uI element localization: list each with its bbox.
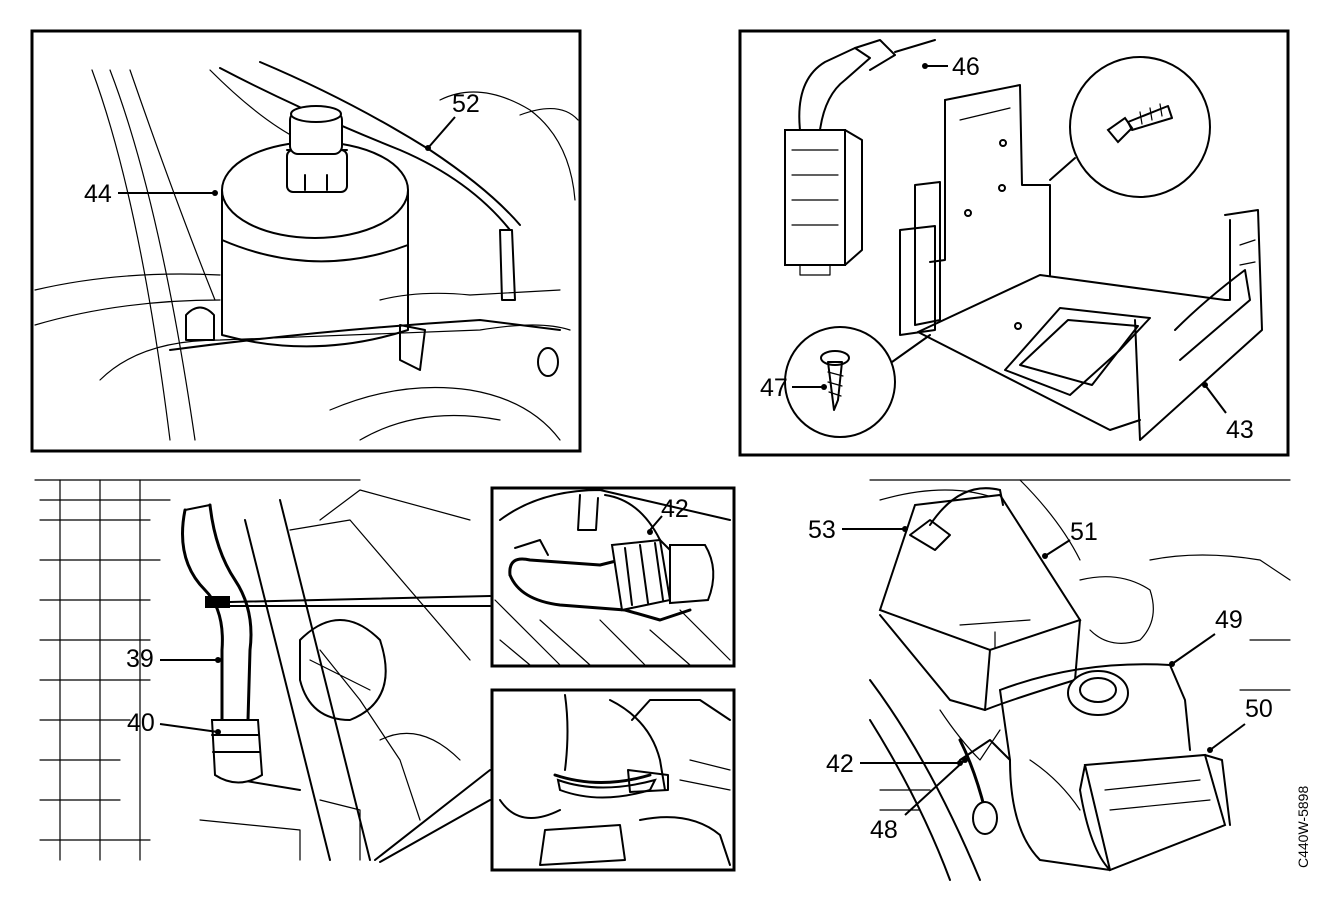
callout-44: 44 (84, 180, 112, 208)
panel-ecu-tray (738, 29, 1290, 457)
leader-49 (1171, 633, 1216, 665)
callout-51: 51 (1070, 518, 1098, 546)
callout-52: 52 (452, 90, 480, 118)
callout-47: 47 (760, 374, 788, 402)
leader-50 (1209, 723, 1246, 751)
callout-39: 39 (126, 645, 154, 673)
callout-50: 50 (1245, 695, 1273, 723)
inset-hose-clamp (490, 486, 736, 668)
inset-clamp-detail (490, 688, 736, 872)
callouts: 44 52 46 47 43 42 39 40 53 51 49 50 (84, 53, 1311, 868)
figure-code: C440W-5898 (1295, 786, 1311, 868)
callout-43: 43 (1226, 416, 1254, 444)
callout-48: 48 (870, 816, 898, 844)
callout-46: 46 (952, 53, 980, 81)
panel-box-assembly (869, 479, 1291, 881)
callout-49: 49 (1215, 606, 1243, 634)
callout-42-main: 42 (826, 750, 854, 778)
leader-51 (1044, 539, 1071, 557)
leader-52 (427, 116, 456, 149)
leader-40 (159, 723, 219, 733)
callout-53: 53 (808, 516, 836, 544)
callout-40: 40 (127, 709, 155, 737)
leader-43 (1204, 384, 1227, 414)
panel-filter-canister (30, 29, 582, 453)
leader-48 (904, 759, 966, 816)
callout-42-inset: 42 (661, 495, 689, 523)
panel-hose-engine-bay (34, 479, 491, 863)
